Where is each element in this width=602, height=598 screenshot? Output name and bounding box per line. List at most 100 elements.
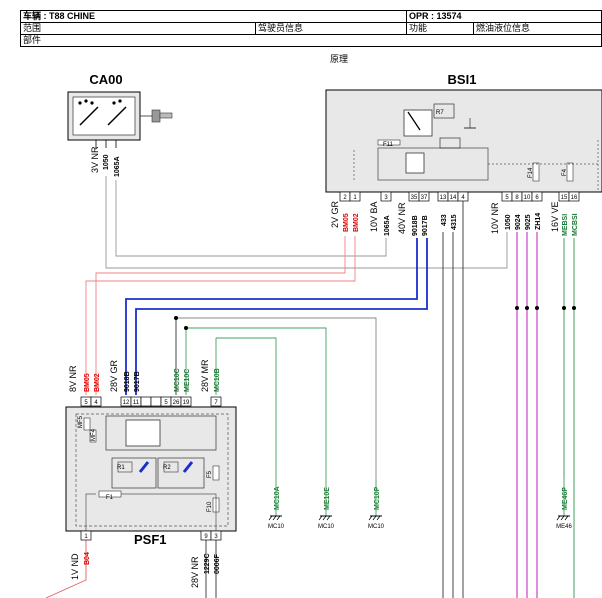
psf1-pin-11: 11 — [133, 400, 140, 406]
psf1-conn-28v-mr: 28V MR — [200, 359, 210, 392]
bsi1-conn-10v-ba: 10V BA — [369, 201, 379, 232]
psf1-relay-r2: R2 — [163, 465, 171, 471]
psf1-pin-9: 9 — [204, 534, 208, 540]
psf1-conn-28v-nr: 28V NR — [190, 556, 200, 588]
bsi1-pin-13: 13 — [440, 195, 447, 201]
ground-mc10p: MC10P MC10 — [368, 478, 385, 530]
bsi1-pin-10: 10 — [524, 195, 531, 201]
ground-wire-mc10p: MC10P — [374, 486, 381, 510]
bsi1-pin-37: 37 — [421, 195, 428, 201]
bsi1-box — [325, 89, 602, 193]
psf1-wire-9018b: 9018B — [124, 371, 131, 392]
bsi1-wire-bm05: BM05 — [343, 213, 350, 232]
psf1-fuse-mf4: MF4 — [91, 428, 97, 441]
ground-me46p: ME46P ME46 — [556, 478, 572, 530]
bsi1-wire-bm02: BM02 — [353, 213, 360, 232]
bsi1-title: BSI1 — [448, 72, 477, 87]
psf1-wire-mc10c: MC10C — [174, 368, 181, 392]
psf1-wire-9017b: 9017B — [134, 371, 141, 392]
bsi1-fuse-f14: F14 — [528, 167, 534, 178]
bsi1-conn-16v-ve: 16V VE — [550, 201, 560, 232]
bsi1-wire-mebsi: MEBSI — [562, 214, 569, 236]
bsi1-wire-9017b: 9017B — [422, 215, 429, 236]
ca00-switch — [67, 91, 152, 141]
psf1-pin-1: 1 — [84, 534, 88, 540]
ground-mc10a: MC10A MC10 — [268, 478, 285, 530]
psf1-relay-r1: R1 — [117, 465, 125, 471]
psf1-fuse-mf5: MF5 — [78, 415, 84, 428]
bsi1-conn-40v-nr: 40V NR — [397, 202, 407, 234]
ca00-wire-1065a: 1065A — [114, 156, 121, 177]
bsi1-wire-433: 433 — [441, 214, 448, 226]
psf1-pin-7: 7 — [214, 400, 218, 406]
bsi1-wire-9024: 9024 — [515, 214, 522, 230]
psf1-box — [65, 406, 237, 532]
bsi1-pin-4: 4 — [461, 195, 465, 201]
bsi1-conn-10v-nr: 10V NR — [490, 202, 500, 234]
ground-name-4: ME46 — [556, 524, 572, 530]
bsi1-pin-6: 6 — [535, 195, 539, 201]
ca00-wire-1050: 1050 — [103, 154, 110, 170]
psf1-wire-me10c: ME10C — [184, 369, 191, 392]
bsi1-conn-2v-gr: 2V GR — [330, 200, 340, 228]
psf1-pin-12: 12 — [123, 400, 130, 406]
bsi1-wire-1050: 1050 — [505, 214, 512, 230]
bsi1-wire-mcbsi: MCBSI — [572, 213, 579, 236]
bsi1-fuse-f11: F11 — [383, 142, 394, 148]
bsi1-pin-16: 16 — [571, 195, 578, 201]
psf1-pin-5: 5 — [84, 400, 88, 406]
bsi1-pin-3: 3 — [384, 195, 388, 201]
ca00-title: CA00 — [89, 72, 122, 87]
ground-wire-me10e: ME10E — [324, 487, 331, 510]
junction-dots — [174, 306, 576, 330]
subtitle: 原理 — [330, 54, 348, 64]
ground-name-2: MC10 — [318, 524, 335, 530]
psf1-conn-28v-gr: 28V GR — [109, 359, 119, 392]
bsi1-wire-4315: 4315 — [451, 214, 458, 230]
psf1-pin-26: 26 — [173, 400, 180, 406]
psf1-conn-1v-nd: 1V ND — [70, 553, 80, 580]
psf1-wire-bm05: BM05 — [84, 373, 91, 392]
bsi1-relay-r7: R7 — [436, 110, 444, 116]
psf1-pin-4: 4 — [94, 400, 98, 406]
bsi1-wire-zh14: ZH14 — [535, 213, 542, 230]
ground-wire-me46p: ME46P — [562, 487, 569, 510]
psf1-fuse-f1: F1 — [106, 495, 114, 501]
psf1-pin-mid-5: 5 — [164, 400, 168, 406]
wires — [45, 176, 575, 598]
bsi1-wire-9018b: 9018B — [412, 215, 419, 236]
psf1-wire-0006f: 0006F — [214, 553, 221, 574]
bsi1-pin-14: 14 — [450, 195, 457, 201]
ground-wire-mc10a: MC10A — [274, 486, 281, 510]
psf1-conn-8v-nr: 8V NR — [68, 365, 78, 392]
ground-me10e: ME10E MC10 — [318, 478, 335, 530]
bsi1-wire-9025: 9025 — [525, 214, 532, 230]
psf1-pin-3: 3 — [214, 534, 218, 540]
psf1-wire-1229c: 1229C — [204, 553, 211, 574]
bsi1-wire-1065a: 1065A — [384, 215, 391, 236]
psf1-wire-b04: B04 — [84, 552, 91, 565]
header-table: 车辆 : T88 CHINE OPR : 13574 范围 驾驶员信息 功能 燃… — [20, 10, 602, 47]
bsi1-pin-boxes — [339, 191, 580, 202]
bsi1-pin-15: 15 — [561, 195, 568, 201]
bsi1-pin-8: 8 — [515, 195, 519, 201]
bsi1-pin-35: 35 — [411, 195, 418, 201]
psf1-wire-mc10b: MC10B — [214, 368, 221, 392]
bsi1-fuse-f4: F4 — [562, 168, 568, 176]
psf1-top-pin-boxes — [80, 396, 222, 407]
part-label: 部件 — [20, 34, 602, 47]
psf1-wire-bm02: BM02 — [94, 373, 101, 392]
ca00-voltage: 3V NR — [90, 146, 100, 173]
bsi1-pin-2: 2 — [343, 195, 347, 201]
psf1-fuse-f5: F5 — [207, 470, 213, 478]
psf1-title: PSF1 — [134, 532, 167, 547]
psf1-fuse-f10: F10 — [207, 501, 213, 512]
psf1-pin-19: 19 — [183, 400, 190, 406]
ground-name-1: MC10 — [268, 524, 285, 530]
bsi1-pin-5: 5 — [505, 195, 509, 201]
bsi1-pin-1: 1 — [353, 195, 357, 201]
ground-name-3: MC10 — [368, 524, 385, 530]
psf1-bottom-pin-boxes — [80, 530, 222, 541]
key-icon — [151, 109, 173, 123]
